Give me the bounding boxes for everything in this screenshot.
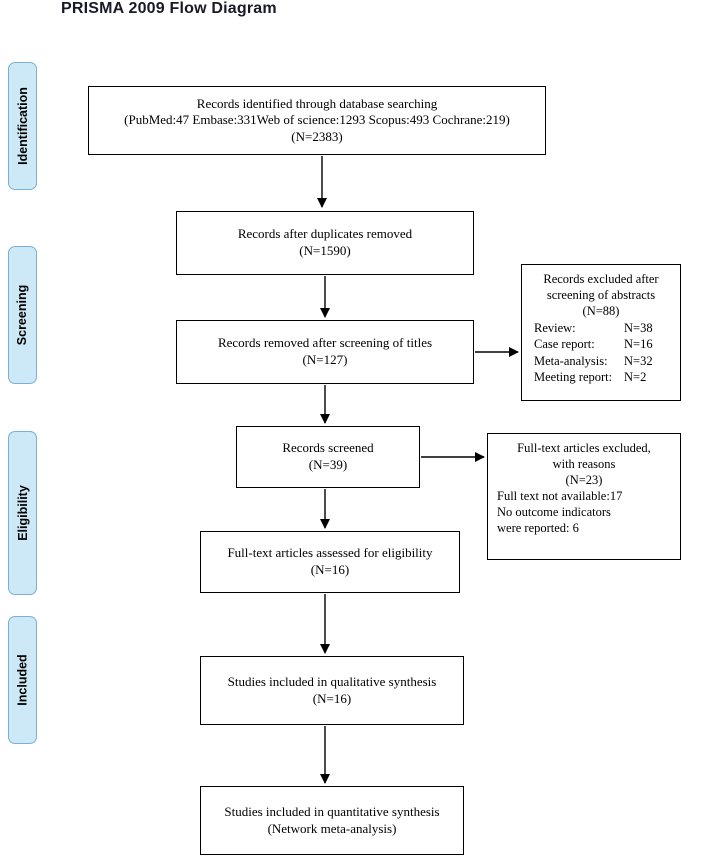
box-text-line: (Network meta-analysis) [267, 820, 397, 836]
box-text-line: Records identified through database sear… [196, 95, 438, 111]
flow-box-fulltext-assessed: Full-text articles assessed for eligibil… [200, 531, 460, 593]
side-box-excluded-fulltext: Full-text articles excluded, with reason… [487, 433, 681, 560]
box-text-line: (N=39) [308, 457, 348, 472]
reason-value: N=38 [624, 321, 653, 335]
box-text-line: Studies included in quantitative synthes… [224, 803, 440, 819]
box-text-line: (N=1590) [299, 243, 351, 258]
flow-box-records-identified: Records identified through database sear… [88, 86, 546, 155]
side-box-excluded-abstracts: Records excluded after screening of abst… [521, 264, 681, 401]
diagram-title: PRISMA 2009 Flow Diagram [61, 0, 277, 17]
reason-row: Review: N=38 [534, 320, 666, 336]
stage-label-included: Included [8, 616, 37, 744]
box-text-line: Full-text articles excluded, [517, 441, 651, 455]
box-text-line: (N=2383) [291, 128, 343, 144]
box-text-line: Records removed after screening of title… [217, 335, 433, 351]
stage-label-text: Identification [15, 87, 30, 165]
reason-row: Case report: N=16 [534, 336, 666, 352]
stage-label-eligibility: Eligibility [8, 431, 37, 595]
stage-label-screening: Screening [8, 246, 37, 384]
reason-value: N=2 [624, 369, 647, 384]
box-text-line: No outcome indicators [497, 505, 611, 519]
stage-label-identification: Identification [8, 62, 37, 190]
flow-box-titles-removed: Records removed after screening of title… [176, 320, 474, 384]
box-text-line: Full-text articles assessed for eligibil… [227, 545, 433, 561]
stage-label-text: Included [15, 654, 30, 706]
flow-box-duplicates-removed: Records after duplicates removed (N=1590… [176, 211, 474, 275]
box-text-line: Records screened [282, 440, 374, 456]
box-text-line: (PubMed:47 Embase:331Web of science:1293… [124, 112, 510, 128]
flow-box-quantitative-synthesis: Studies included in quantitative synthes… [200, 786, 464, 855]
box-text-line: with reasons [552, 457, 616, 471]
box-text-line: Records after duplicates removed [237, 226, 413, 242]
flow-box-qualitative-synthesis: Studies included in qualitative synthesi… [200, 656, 464, 725]
box-text-line: (N=16) [312, 690, 352, 706]
box-text-line: were reported: 6 [497, 521, 579, 535]
reason-label: Meeting report: [534, 369, 613, 384]
box-text-line: (N=16) [310, 562, 350, 577]
stage-label-text: Eligibility [15, 485, 30, 541]
reason-value: N=16 [624, 337, 653, 352]
reason-label: Review: [534, 321, 576, 335]
box-text-line: screening of abstracts [546, 288, 656, 302]
reason-value: N=32 [624, 353, 653, 368]
stage-label-text: Screening [15, 284, 30, 346]
box-text-line: (N=127) [302, 352, 348, 367]
reason-label: Meta-analysis: [534, 353, 608, 368]
box-text-line: Full text not available:17 [497, 489, 623, 503]
box-text-line: Studies included in qualitative synthesi… [227, 673, 437, 689]
box-text-line: (N=23) [565, 473, 603, 487]
reason-row: Meeting report: N=2 [534, 369, 666, 385]
reason-label: Case report: [534, 337, 595, 352]
box-text-line: Records excluded after [543, 272, 659, 286]
exclusion-reasons-list: Review: N=38 Case report: N=16 Meta-anal… [526, 319, 676, 385]
flow-box-records-screened: Records screened (N=39) [236, 426, 420, 488]
box-text-line: (N=88) [582, 304, 620, 318]
reason-row: Meta-analysis: N=32 [534, 353, 666, 369]
